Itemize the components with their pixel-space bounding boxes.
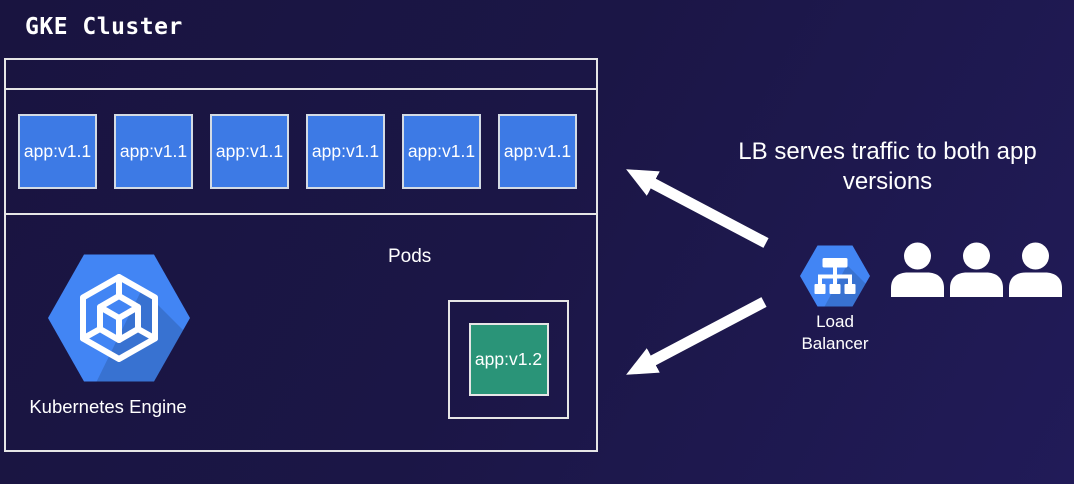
load-balancer-label: Load Balancer xyxy=(773,311,897,354)
lb-annotation: LB serves traffic to both app versions xyxy=(715,137,1060,197)
gke-cluster-box: app:v1.1 app:v1.1 app:v1.1 app:v1.1 app:… xyxy=(4,58,598,452)
pod-label: app:v1.2 xyxy=(474,349,543,369)
pod-v1-1: app:v1.1 xyxy=(114,114,193,189)
load-balancer-label-line2: Balancer xyxy=(801,333,869,353)
user-icon xyxy=(1009,242,1062,297)
lb-to-v12-arrow-icon xyxy=(626,297,767,375)
pod-v1-2: app:v1.2 xyxy=(468,323,549,396)
pod-label: app:v1.1 xyxy=(311,141,380,161)
pod-label: app:v1.1 xyxy=(23,141,92,161)
kubernetes-engine-label: Kubernetes Engine xyxy=(29,396,187,417)
pod-v1-1: app:v1.1 xyxy=(210,114,289,189)
pod-v1-1: app:v1.1 xyxy=(402,114,481,189)
users-group xyxy=(891,242,1062,297)
load-balancer-icon xyxy=(800,245,870,307)
pod-v1-1: app:v1.1 xyxy=(306,114,385,189)
pod-label: app:v1.1 xyxy=(407,141,476,161)
load-balancer-label-line1: Load xyxy=(816,312,854,331)
kubernetes-engine-icon xyxy=(48,254,190,382)
lb-annotation-line2: versions xyxy=(842,168,933,195)
page-title: GKE Cluster xyxy=(25,14,183,40)
pods-label: Pods xyxy=(388,246,432,267)
pod-label: app:v1.1 xyxy=(503,141,572,161)
lb-annotation-line1: LB serves traffic to both app xyxy=(738,138,1037,165)
pods-row: app:v1.1 app:v1.1 app:v1.1 app:v1.1 app:… xyxy=(6,92,596,215)
pod-v1-1: app:v1.1 xyxy=(18,114,97,189)
new-pod-container: app:v1.2 xyxy=(448,300,569,419)
pod-label: app:v1.1 xyxy=(119,141,188,161)
user-icon xyxy=(950,242,1003,297)
pod-label: app:v1.1 xyxy=(215,141,284,161)
pod-v1-1: app:v1.1 xyxy=(498,114,577,189)
cluster-header-strip xyxy=(6,60,596,90)
user-icon xyxy=(891,242,944,297)
